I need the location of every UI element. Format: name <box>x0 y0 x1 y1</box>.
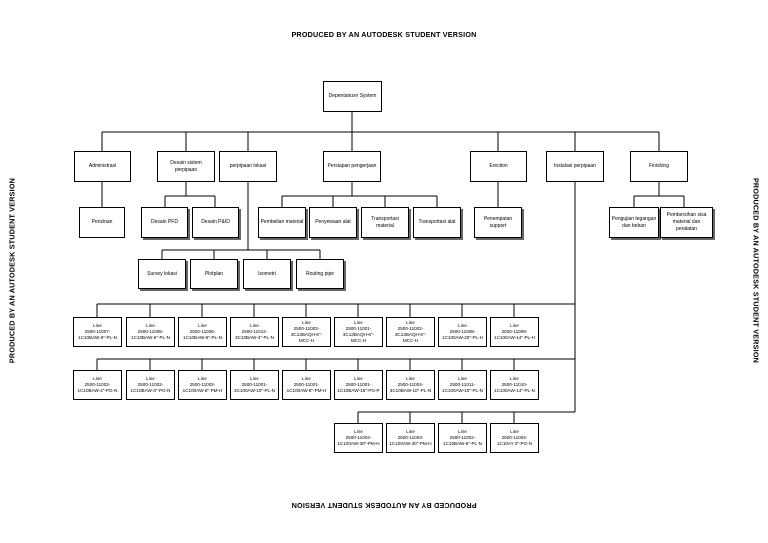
node-pembelian-material: Pembelian material <box>258 207 306 238</box>
line-box-row2-3: Line 2500-11002- 1C100AW-6"-PM-H <box>178 370 227 400</box>
node-desain-pid: Desain P&ID <box>192 207 239 238</box>
line-box-row2-5: Line 2500-11001- 1C100AW-8"-PM-H <box>282 370 331 400</box>
node-pembersihan: Pembersihan sisa material dan peralatan <box>660 207 713 238</box>
line-box-row2-1: Line 2500-11002- 1C10BAW-2"-PG-N <box>73 370 122 400</box>
line-box-row3-3: Line 2500-11002- 1C10BAW-8"-PL-N <box>438 423 487 453</box>
node-penyewaan-alat: Penyewaan alat <box>309 207 357 238</box>
node-survey-lokasi: Survey lokasi <box>138 259 186 289</box>
node-erection: Erection <box>470 151 527 182</box>
line-box-row1-8: Line 2500-11008- 1C100AW-20"-PL-H <box>438 317 487 347</box>
watermark-left: PRODUCED BY AN AUTODESK STUDENT VERSION <box>7 177 17 364</box>
node-desain-sistem: Desain sistem perpipaan <box>157 151 215 182</box>
watermark-top: PRODUCED BY AN AUTODESK STUDENT VERSION <box>291 30 477 39</box>
node-perpipaan-lokasi: perpipaan lokasi <box>219 151 277 182</box>
line-box-row3-2: Line 2500-11003- 1C100AW-30"-PM-H <box>386 423 435 453</box>
node-perizinan: Perizinan <box>79 207 125 238</box>
watermark-bottom: PRODUCED BY AN AUTODESK STUDENT VERSION <box>291 501 477 510</box>
root-node: Depentanizer System <box>323 81 382 112</box>
node-instalasi: Instalasi perpipaan <box>546 151 604 182</box>
line-box-row2-6: Line 2500-11001- 1C10BAW-18"-PG-P <box>334 370 383 400</box>
line-box-row1-5: Line 2500-11003- 3C13BAQH-6"- MCC-H <box>282 317 331 347</box>
line-box-row2-4: Line 2500-11001- 3C100AW-10"-PL-N <box>230 370 279 400</box>
node-finishing: Finishing <box>630 151 688 182</box>
node-desain-pfd: Desain PFD <box>141 207 188 238</box>
line-box-row2-8: Line 2500-11011- 1C100AW-10"-PL-N <box>438 370 487 400</box>
node-transportasi-alat: Transportasi alat <box>413 207 461 238</box>
line-box-row1-4: Line 2500-11012- 3C10BAW-4"-PL-N <box>230 317 279 347</box>
node-plotplan: Plotplan <box>190 259 238 289</box>
watermark-right: PRODUCED BY AN AUTODESK STUDENT VERSION <box>751 177 761 364</box>
line-box-row2-7: Line 2500-11004- 3C10BAW-10"-PL-N <box>386 370 435 400</box>
node-administrasi: Administrasi <box>74 151 131 182</box>
line-box-row1-9: Line 2500-11009- 1C100AW-14"-PL-H <box>490 317 539 347</box>
node-penempatan-support: Penempatan support <box>474 207 522 238</box>
node-transportasi-material: Transportasi material <box>361 207 409 238</box>
line-box-row2-2: Line 2500-11002- 1C10BAW-3"-PG-N <box>126 370 175 400</box>
node-persiapan: Persiapan pengerjaan <box>323 151 381 182</box>
line-box-row2-9: Line 2500-11010- 1C100AW-14"-PL-N <box>490 370 539 400</box>
node-pengujian: Pengujian tegangan dan beban <box>609 207 659 238</box>
line-box-row1-6: Line 2500-11001- 3C13BAQH-6"- MCC-H <box>334 317 383 347</box>
line-box-row1-3: Line 2500-11006- 1C10BAW-6"-PL-N <box>178 317 227 347</box>
line-box-row1-2: Line 2500-11005- 1C10BAW-6"-PL-N <box>126 317 175 347</box>
node-isometri: Isometri <box>243 259 291 289</box>
line-box-row3-1: Line 2500-11004- 1C100AW-30"-PM-H <box>334 423 383 453</box>
node-routing-pipe: Routing pipe <box>296 259 344 289</box>
line-box-row1-1: Line 2500-11007- 1C10BAW-6"-PL-N <box>73 317 122 347</box>
line-box-row3-4: Line 2500-11004- 1C10AY-3"-PG-N <box>490 423 539 453</box>
line-box-row1-7: Line 2500-11002- 3C13BAQH-6"- MCC-H <box>386 317 435 347</box>
